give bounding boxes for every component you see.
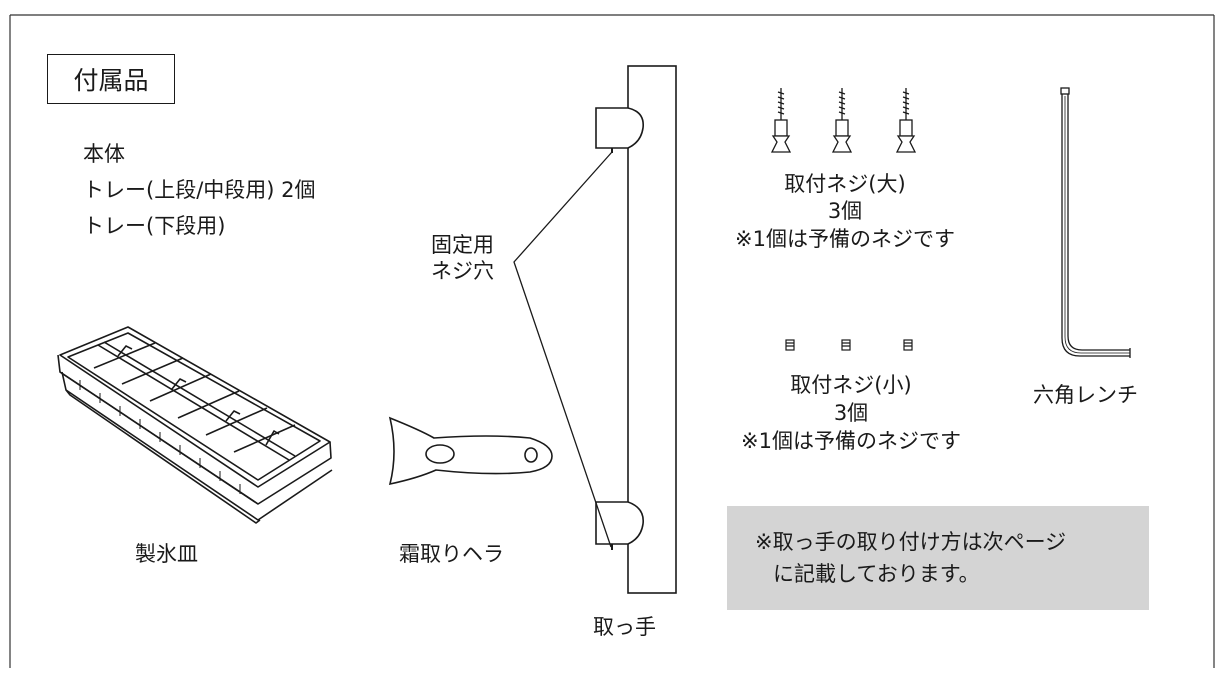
large-screw-qty: 3個 [827, 199, 863, 223]
contents-item-body: 本体 [83, 142, 125, 166]
frost-scraper-icon [388, 416, 553, 486]
small-screw-icon-1 [785, 339, 795, 351]
hex-wrench-label: 六角レンチ [1033, 383, 1138, 407]
scraper-label: 霜取りヘラ [399, 542, 504, 566]
accessories-title: 付属品 [47, 54, 175, 104]
small-screw-name: 取付ネジ(小) [790, 373, 912, 397]
large-screw-icon-1 [770, 88, 792, 153]
accessories-title-text: 付属品 [73, 66, 149, 95]
notice-line-1: ※取っ手の取り付け方は次ページ [755, 530, 1067, 554]
large-screw-icon-3 [895, 88, 917, 153]
contents-item-tray-upper: トレー(上段/中段用) 2個 [83, 178, 316, 202]
handle-label: 取っ手 [593, 615, 656, 639]
screw-hole-label-2: ネジ穴 [431, 259, 494, 283]
small-screw-qty: 3個 [833, 401, 869, 425]
notice-line-2: に記載しております。 [773, 562, 980, 586]
large-screw-name: 取付ネジ(大) [784, 172, 906, 196]
handle-icon [595, 65, 677, 594]
notice-box: ※取っ手の取り付け方は次ページ に記載しております。 [727, 506, 1149, 610]
screw-hole-leader-lines [513, 151, 613, 548]
hex-wrench-icon [1060, 87, 1131, 358]
large-screw-note: ※1個は予備のネジです [735, 227, 955, 251]
small-screw-icon-3 [903, 339, 913, 351]
large-screw-icons [770, 88, 917, 153]
contents-item-tray-lower: トレー(下段用) [83, 214, 226, 238]
screw-hole-label-1: 固定用 [431, 233, 494, 257]
ice-tray-icon [57, 326, 333, 524]
large-screw-icon-2 [831, 88, 853, 153]
small-screw-icons [785, 339, 913, 351]
ice-tray-label: 製氷皿 [135, 542, 198, 566]
small-screw-icon-2 [841, 339, 851, 351]
small-screw-note: ※1個は予備のネジです [741, 429, 961, 453]
